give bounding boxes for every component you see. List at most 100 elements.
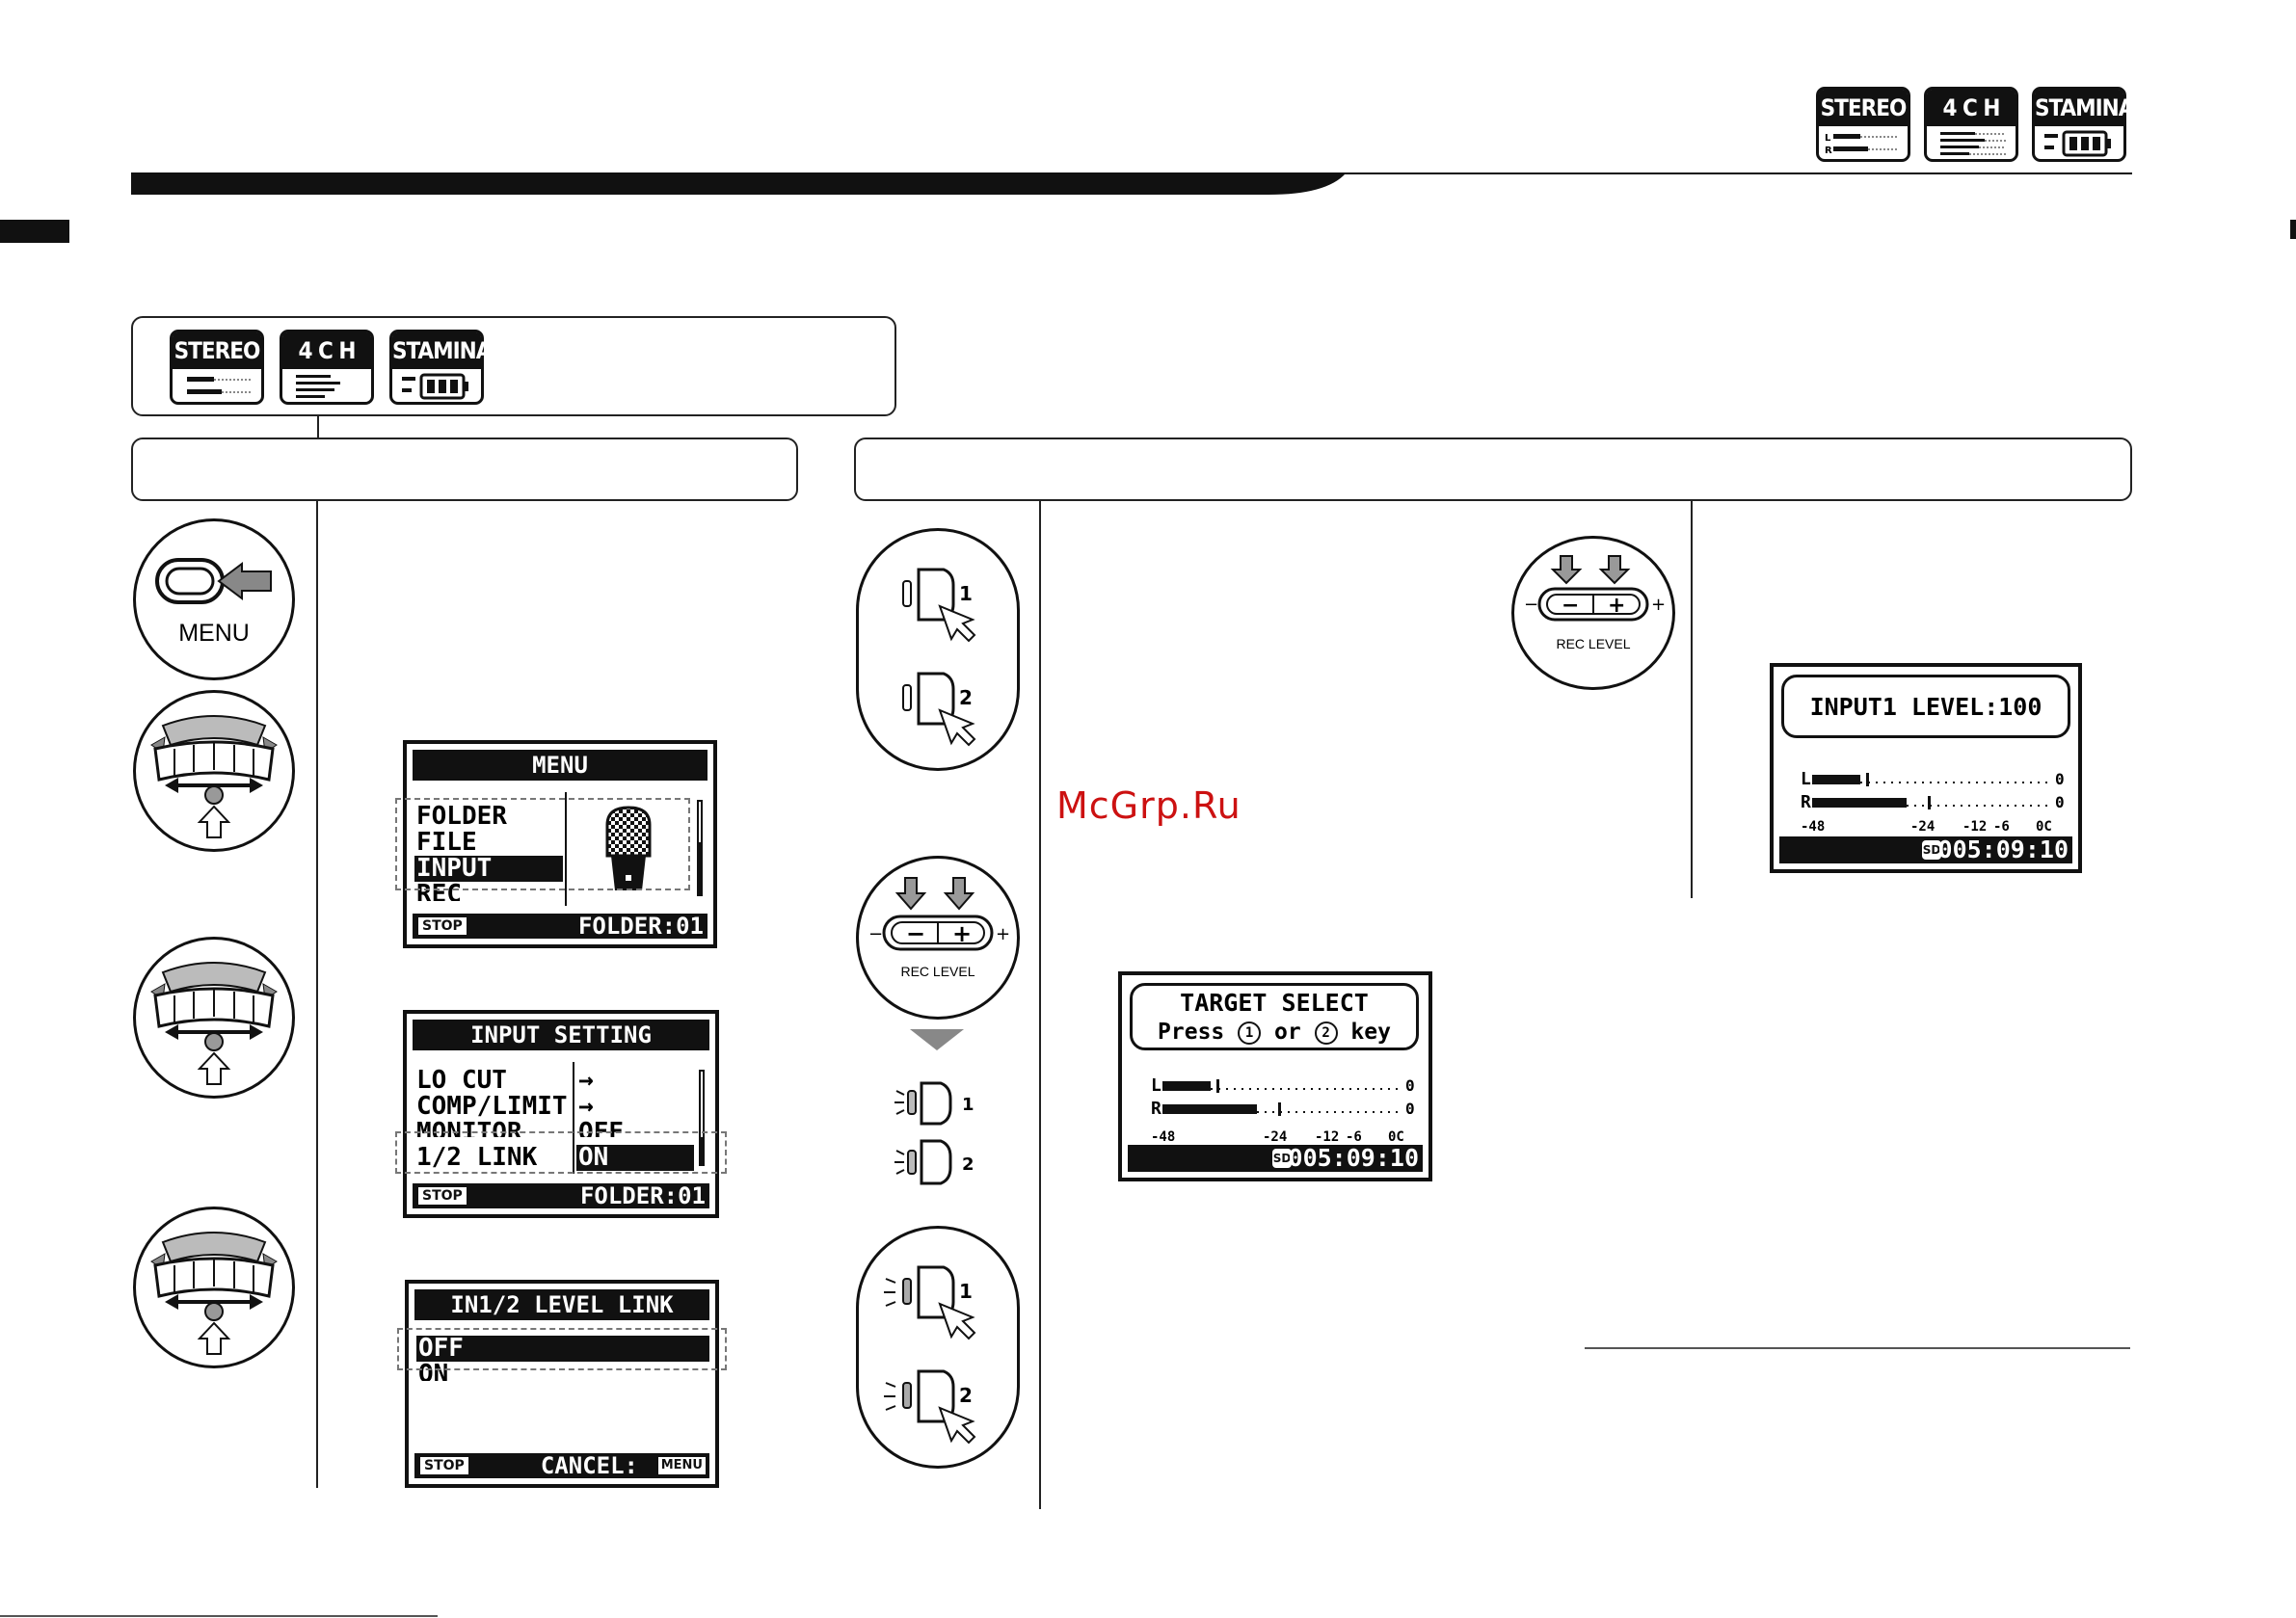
menu-item-rec: REC [416, 882, 462, 901]
dial-illustration [133, 937, 295, 1099]
plus-outer: + [1651, 595, 1666, 615]
meter-l: L [1825, 133, 1831, 144]
rec-level-label: REC LEVEL [1556, 636, 1630, 651]
menu-button-icon [155, 558, 272, 604]
key1-label: 1 [959, 582, 973, 605]
meter-r: R [1801, 792, 1811, 812]
badge-label: STEREO [173, 332, 261, 369]
input-level-title: INPUT1 LEVEL:100 [1809, 693, 2042, 721]
left-section-header [131, 438, 798, 501]
option-on[interactable]: ON [418, 1362, 449, 1381]
menu-divider [565, 792, 567, 906]
badge-label: STEREO [1819, 90, 1908, 126]
scale-0c: 0C [1388, 1129, 1404, 1145]
setting-divider [573, 1062, 574, 1174]
target-line2: Press 1 or 2 key [1133, 1019, 1416, 1046]
row-lo-cut-label: LO CUT [416, 1066, 507, 1095]
right-section-header [854, 438, 2132, 501]
meter-zero: 0 [2055, 770, 2065, 788]
stamina-mode-icon: STAMINA [389, 330, 492, 405]
track-buttons-icon: 1 2 [902, 568, 976, 747]
note-rule [1585, 1347, 2130, 1349]
key-text: key [1350, 1020, 1391, 1045]
jog-dial-icon [150, 962, 278, 1085]
highlight-frame [397, 1328, 727, 1370]
menu-lcd: MENU FOLDER FILE INPUT REC STOP FOLDER:0… [403, 740, 717, 948]
jog-dial-icon [150, 715, 278, 838]
level-link-lcd: IN1/2 LEVEL LINK OFF ON STOP CANCEL: MEN… [405, 1280, 719, 1488]
track-buttons-icon: 1 2 [884, 1265, 976, 1445]
down-arrow-icon [910, 1029, 964, 1050]
rec-level-buttons-icon: − + − + REC LEVEL [868, 877, 1010, 979]
menu-item-input: INPUT [414, 856, 563, 882]
footer-rule [0, 1615, 438, 1617]
cancel-label: CANCEL: [540, 1452, 638, 1479]
plus-outer: + [996, 924, 1010, 944]
badge-label: STAMINA [2035, 90, 2134, 126]
menu-key-label: MENU [178, 620, 250, 647]
scale-12: -12 [1315, 1129, 1340, 1145]
target-footer: SD 005:09:10 [1128, 1145, 1423, 1172]
highlight-frame [395, 1131, 727, 1174]
sd-card-icon: SD [1272, 1149, 1292, 1168]
menu-scrollbar[interactable] [694, 788, 706, 908]
time-counter: 005:09:10 [1288, 1144, 1419, 1172]
meter-r: R [1825, 146, 1832, 156]
rec-level-illustration: − + − + REC LEVEL [856, 856, 1020, 1020]
scale-24: -24 [1910, 819, 1936, 835]
track-keys-illustration: 1 2 [856, 528, 1020, 771]
input-setting-title: INPUT SETTING [413, 1020, 709, 1050]
minus-sign: − [1562, 594, 1579, 618]
4ch-mode-icon: 4 C H [280, 330, 374, 405]
meter-zero: 0 [1405, 1100, 1415, 1118]
sd-card-icon: SD [1922, 840, 1941, 860]
edge-tab [2290, 220, 2296, 239]
minus-outer: − [1524, 595, 1538, 615]
menu-item-folder: FOLDER [416, 802, 507, 831]
dial-illustration [133, 1207, 295, 1368]
badge-label: 4 C H [1927, 90, 2016, 126]
meter-icon: L R [1825, 133, 1898, 156]
rec-level-buttons-icon: − + − + REC LEVEL [1524, 555, 1666, 651]
input-level-lcd: INPUT1 LEVEL:100 L 0 R 0 -48 -24 -12 -6 … [1770, 663, 2082, 873]
input-level-footer: SD 005:09:10 [1779, 836, 2072, 863]
scale-48: -48 [1151, 1129, 1176, 1145]
column-divider [1039, 501, 1041, 1509]
menu-key-illustration: MENU [133, 518, 295, 680]
blinking-keys-icon: 1 2 [894, 1081, 974, 1185]
battery-icon [402, 373, 468, 400]
meter-r: R [1151, 1099, 1161, 1119]
scale-48: -48 [1801, 819, 1826, 835]
plus-sign: + [1608, 594, 1625, 618]
badge-label: 4 C H [282, 332, 371, 369]
input-setting-footer: STOP FOLDER:01 [413, 1183, 709, 1208]
column-divider [316, 501, 318, 1488]
stop-label: STOP [420, 1457, 468, 1474]
time-counter: 005:09:10 [1937, 836, 2069, 863]
row-lo-cut-value: → [578, 1066, 594, 1095]
stereo-mode-icon: STEREO L R [1816, 87, 1910, 162]
level-link-footer: STOP CANCEL: MENU [414, 1453, 709, 1478]
scale-12: -12 [1962, 819, 1988, 835]
row-comp-label: COMP/LIMIT [416, 1092, 568, 1121]
key2-label: 2 [959, 686, 973, 709]
plus-sign: + [952, 920, 972, 947]
setting-scrollbar[interactable] [696, 1058, 707, 1178]
row-link-value: ON [576, 1145, 694, 1171]
minus-sign: − [906, 920, 925, 947]
column-divider [1691, 501, 1693, 898]
folder-indicator: FOLDER:01 [577, 913, 704, 940]
row-link-label: 1/2 LINK [416, 1143, 538, 1172]
stamina-mode-icon: STAMINA [2032, 87, 2134, 162]
meter-icon [187, 377, 252, 394]
connector-line [317, 416, 319, 438]
menu-lcd-title: MENU [413, 750, 707, 781]
jog-dial-icon [150, 1232, 278, 1355]
level-meter: L 0 R 0 [1801, 769, 2065, 812]
target-select-lcd: TARGET SELECT Press 1 or 2 key L 0 R 0 -… [1118, 971, 1432, 1181]
stop-label: STOP [418, 917, 467, 935]
highlight-frame [395, 798, 690, 890]
menu-lcd-footer: STOP FOLDER:01 [413, 914, 707, 939]
option-off[interactable]: OFF [416, 1336, 709, 1362]
badge-label: STAMINA [392, 332, 492, 369]
